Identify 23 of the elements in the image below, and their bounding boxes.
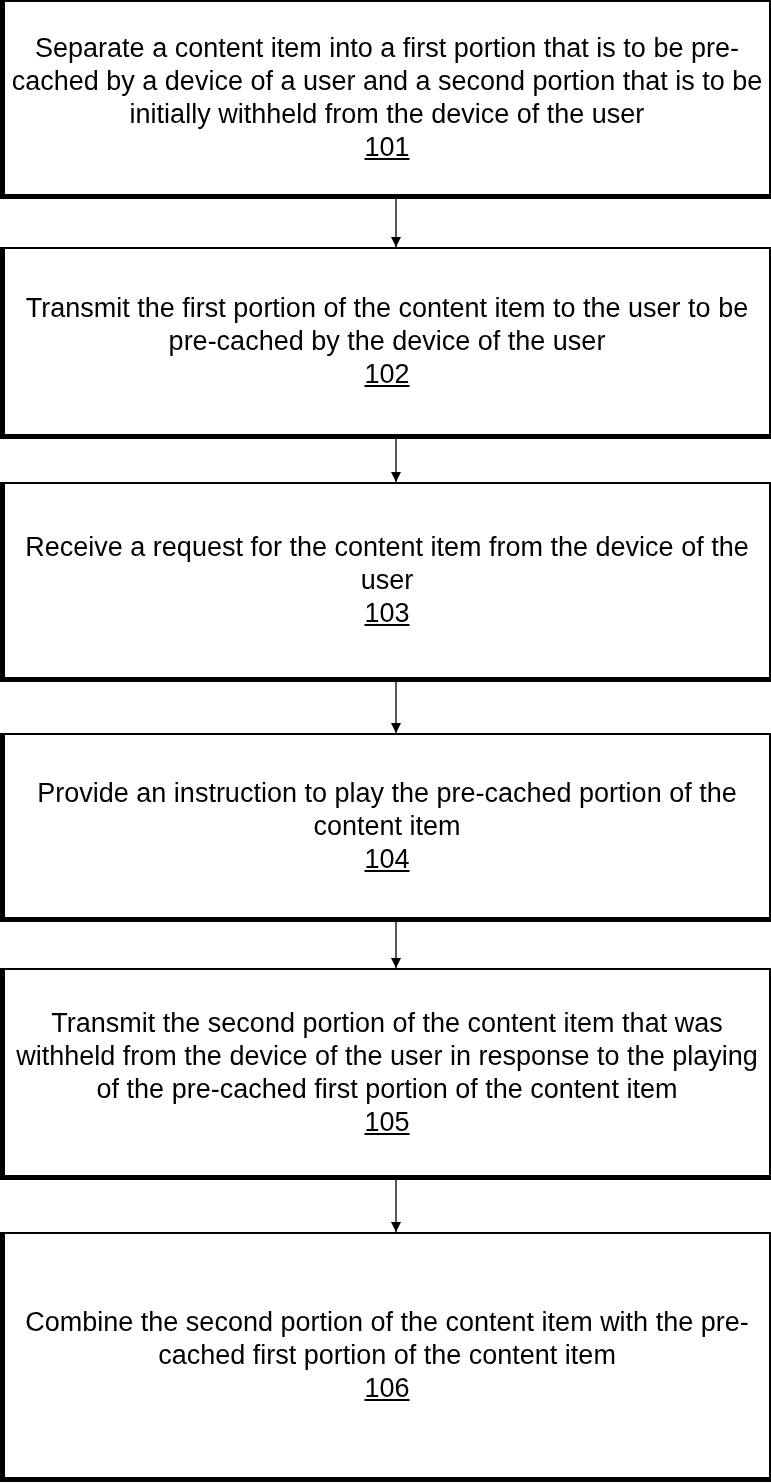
arrow bbox=[391, 438, 401, 483]
step-number: 106 bbox=[364, 1372, 410, 1405]
process-box bbox=[0, 247, 771, 439]
step-number: 105 bbox=[364, 1105, 410, 1139]
step-number: 101 bbox=[364, 131, 410, 164]
process-box bbox=[0, 482, 771, 682]
step-number: 104 bbox=[364, 842, 410, 876]
arrow bbox=[391, 681, 401, 734]
step-text: Combine the second portion of the content item with the pre-cached first portion of the content item bbox=[24, 1306, 750, 1372]
process-box bbox=[0, 0, 771, 199]
process-box bbox=[0, 1232, 771, 1482]
step-number: 103 bbox=[364, 597, 410, 630]
step-text: Provide an instruction to play the pre-cached portion of the content item bbox=[36, 776, 738, 843]
step-text: Transmit the second portion of the content item that was withheld from the device of the user in response to the playing of the pre-cached first portion of the content item bbox=[15, 1006, 759, 1106]
arrow bbox=[391, 198, 401, 248]
step-number: 102 bbox=[364, 358, 410, 391]
arrow bbox=[391, 1179, 401, 1233]
process-box bbox=[0, 968, 771, 1180]
process-box bbox=[0, 733, 771, 922]
step-text: Receive a request for the content item from the device of the user bbox=[24, 531, 750, 597]
step-text: Transmit the first portion of the content item to the user to be pre-cached by the device of the user bbox=[24, 292, 750, 358]
step-text: Separate a content item into a first portion that is to be pre-cached by a device of a user and a second portion that is to be initially withheld from the device of the user bbox=[10, 32, 764, 131]
arrow bbox=[391, 921, 401, 969]
